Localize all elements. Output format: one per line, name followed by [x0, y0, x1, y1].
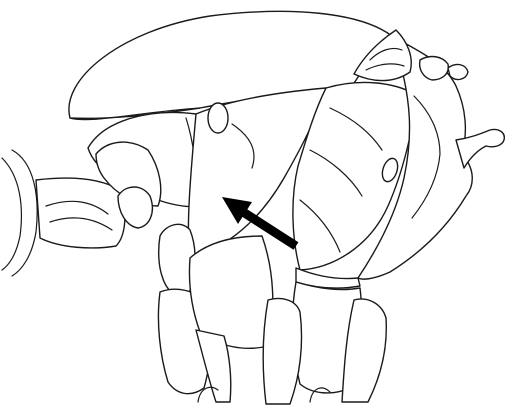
posterior-curve-inner [2, 158, 21, 270]
tibia-left-lower [263, 299, 301, 405]
posterior-curve-outer [12, 150, 37, 276]
antenna-tip [448, 65, 468, 80]
abdomen-base [36, 178, 125, 248]
spiracle-oval [208, 103, 228, 133]
